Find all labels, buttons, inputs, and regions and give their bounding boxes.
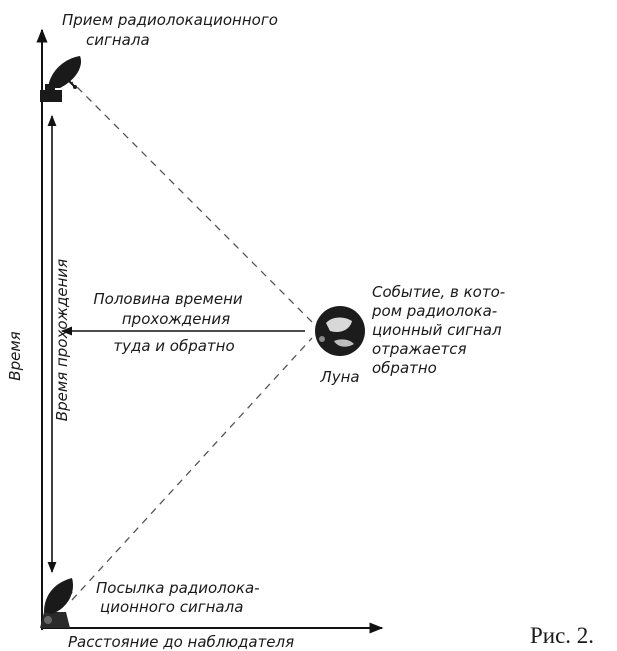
time-axis-label: Время bbox=[6, 331, 24, 380]
send-label-line1: Посылка радиолока- bbox=[96, 579, 260, 597]
figure-caption: Рис. 2. bbox=[530, 623, 594, 648]
signal-path-return bbox=[71, 81, 313, 323]
receive-label-line1: Прием радиолокационного bbox=[62, 11, 278, 29]
receive-label-line2: сигнала bbox=[86, 31, 150, 49]
moon-label: Луна bbox=[319, 368, 359, 386]
half-time-label-line1: Половина времени bbox=[93, 290, 243, 308]
signal-path-outgoing bbox=[71, 337, 313, 601]
event-label-line4: отражается bbox=[372, 340, 467, 358]
event-label-line1: Событие, в кото- bbox=[372, 283, 505, 301]
half-time-label-line2: прохождения bbox=[122, 310, 230, 328]
send-label-line2: ционного сигнала bbox=[100, 598, 243, 616]
moon-icon bbox=[315, 306, 365, 356]
event-label-line2: ром радиолока- bbox=[371, 302, 497, 320]
travel-time-label: Время прохождения bbox=[53, 259, 71, 421]
event-label-line3: ционный сигнал bbox=[372, 321, 502, 339]
transmitter-radar-dish-icon bbox=[40, 578, 74, 628]
distance-axis-label: Расстояние до наблюдателя bbox=[68, 633, 294, 651]
half-time-label-line3: туда и обратно bbox=[113, 337, 234, 355]
event-label-line5: обратно bbox=[372, 359, 437, 377]
receiver-radar-dish-icon bbox=[40, 56, 82, 102]
